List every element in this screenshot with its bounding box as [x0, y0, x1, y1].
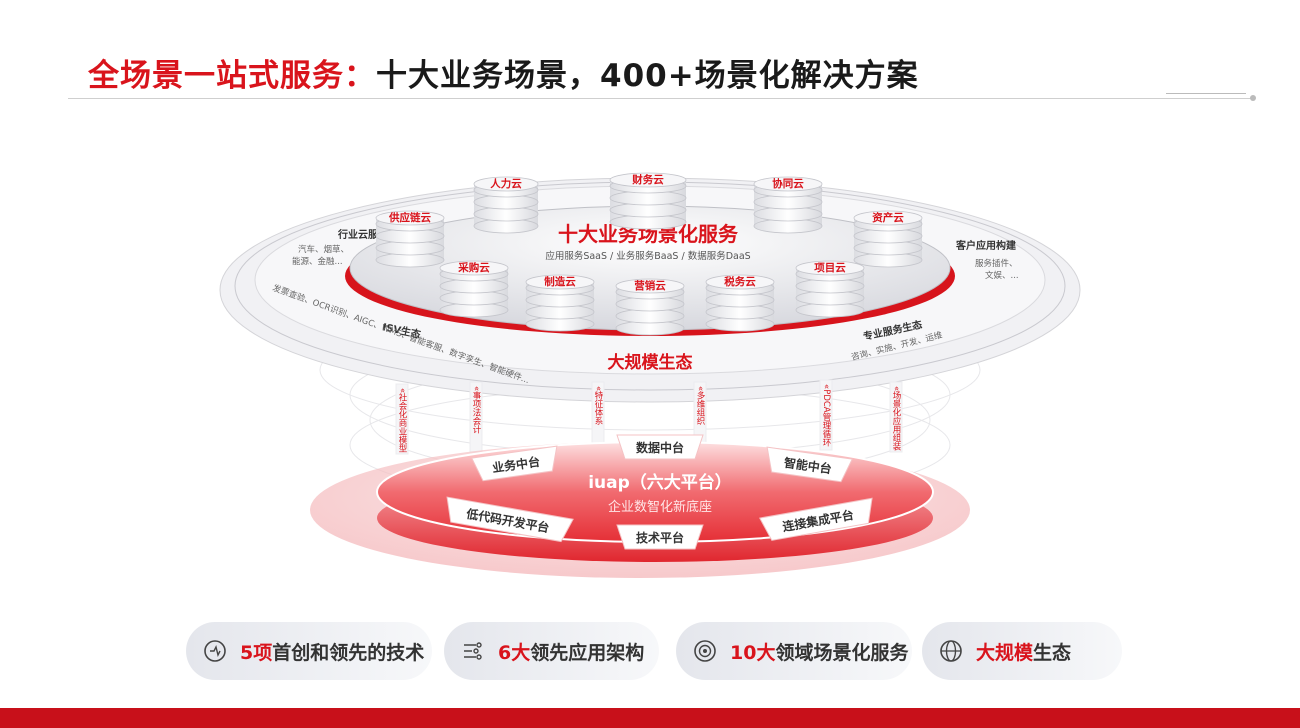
platform-title: iuap（六大平台）	[588, 472, 732, 493]
cloud-label: 项目云	[814, 262, 846, 274]
cloud-label: 制造云	[544, 275, 576, 288]
title-main: 十大业务场景，400+场景化解决方案	[376, 58, 919, 94]
page-title: 全场景一站式服务：十大业务场景，400+场景化解决方案	[88, 50, 919, 95]
platform-segment: 数据中台	[616, 434, 704, 460]
circuit-icon	[202, 638, 228, 664]
cloud-label: 采购云	[457, 261, 490, 274]
title-divider-dot	[1250, 95, 1256, 101]
cloud-label: 税务云	[724, 275, 756, 288]
target-icon	[692, 638, 718, 664]
platform-segment-label: 智能中台	[782, 455, 833, 477]
title-accent: 全场景一站式服务：	[88, 58, 376, 94]
architecture-icon	[460, 638, 486, 664]
cloud-cylinder: 营销云	[615, 278, 685, 336]
cloud-cylinder: 资产云	[853, 210, 923, 268]
footer-bar	[0, 708, 1300, 728]
pill-domain-text: 领域场景化服务	[775, 641, 909, 664]
platform-segment: 技术平台	[616, 524, 704, 550]
architecture-diagram: 行业云服务 汽车、烟草、 能源、金融... 客户应用构建 服务插件、 文娱、..…	[219, 172, 1081, 578]
cloud-label: 财务云	[631, 173, 664, 186]
globe-icon	[938, 638, 964, 664]
pill-architecture-text: 领先应用架构	[530, 641, 645, 664]
cloud-label: 资产云	[872, 211, 904, 224]
pillar-label: «场景化应用组装	[891, 386, 901, 452]
cloud-cylinder: 财务云	[609, 172, 687, 230]
industry-line2: 能源、金融...	[292, 256, 343, 267]
cloud-label: 协同云	[772, 177, 804, 190]
platform-segment-label: 技术平台	[636, 530, 684, 545]
pillar-band	[889, 381, 903, 453]
pillar-label: «PDCA管理循环	[821, 384, 831, 448]
customer-line1: 服务插件、	[975, 258, 1018, 269]
platform-segment: 智能中台	[766, 446, 854, 483]
title-divider-accent	[1166, 93, 1246, 94]
center-subtitle: 应用服务SaaS / 业务服务BaaS / 数据服务DaaS	[545, 250, 750, 262]
cloud-cylinder: 人力云	[473, 176, 539, 234]
pillar-label: «多维组织	[695, 386, 705, 426]
cloud-cylinder: 制造云	[525, 274, 595, 332]
customer-title: 客户应用构建	[955, 239, 1017, 252]
cloud-label: 人力云	[490, 177, 522, 190]
cloud-cylinder: 项目云	[795, 260, 865, 318]
cloud-label: 供应链云	[388, 211, 431, 224]
cloud-cylinder: 协同云	[753, 176, 823, 234]
pill-tech-highlight: 5项	[240, 641, 273, 664]
pill-architecture-highlight: 6大	[498, 641, 531, 664]
pillar-label: «特征体系	[593, 386, 603, 425]
pill-ecosystem-text: 生态	[1033, 641, 1072, 664]
pill-domain: 10大领域场景化服务	[676, 622, 912, 680]
pillar-label: «事项法会计	[471, 386, 481, 435]
cloud-cylinder: 供应链云	[375, 210, 445, 268]
pill-domain-highlight: 10大	[730, 641, 776, 664]
pillar-band	[819, 379, 833, 451]
pill-tech: 5项首创和领先的技术	[186, 622, 432, 680]
pillar-band	[395, 383, 409, 455]
pillar-label: «社会化商业模型	[397, 388, 407, 453]
pill-ecosystem: 大规模生态	[922, 622, 1122, 680]
cloud-cylinder: 采购云	[439, 260, 509, 318]
pill-tech-text: 首创和领先的技术	[272, 641, 425, 664]
pill-architecture: 6大领先应用架构	[444, 622, 659, 680]
platform-segment-label: 数据中台	[636, 440, 684, 455]
cloud-cylinder: 税务云	[705, 274, 775, 332]
pill-ecosystem-highlight: 大规模	[976, 641, 1034, 664]
platform-segment: 业务中台	[470, 445, 558, 482]
industry-line1: 汽车、烟草、	[298, 244, 349, 255]
industry-title: 行业云服务	[337, 228, 389, 241]
cloud-label: 营销云	[634, 279, 666, 292]
title-divider	[68, 98, 1254, 99]
platform-segment-label: 业务中台	[491, 454, 541, 476]
customer-line2: 文娱、...	[985, 270, 1019, 281]
eco-label: 大规模生态	[608, 352, 693, 373]
platform-subtitle: 企业数智化新底座	[608, 499, 712, 515]
